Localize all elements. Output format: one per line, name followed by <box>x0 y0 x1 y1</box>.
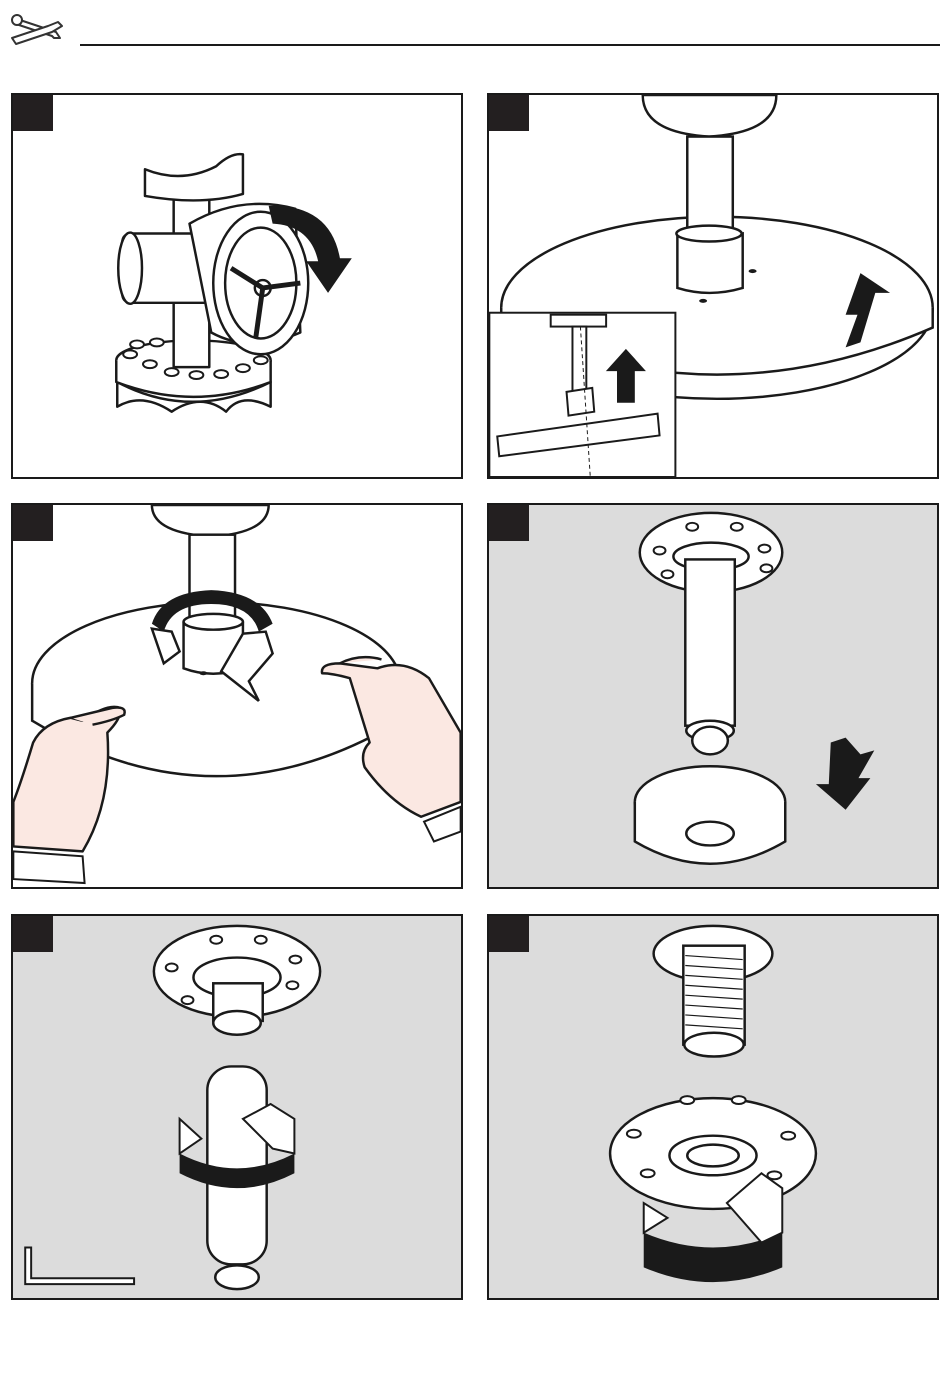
unscrew-shower-head-illustration <box>13 505 461 887</box>
valve-illustration <box>13 95 461 477</box>
header-rule <box>80 44 940 46</box>
step-panel-2 <box>487 93 939 479</box>
step-badge <box>489 505 529 541</box>
step-badge <box>13 95 53 131</box>
step-badge <box>13 916 53 952</box>
step-panel-6 <box>487 914 939 1300</box>
step-panel-1 <box>11 93 463 479</box>
shower-head-lift-illustration <box>489 95 937 477</box>
inset-detail <box>489 313 675 477</box>
wrench-screwdriver-icon <box>8 8 68 50</box>
hex-key-icon <box>25 1248 134 1285</box>
step-panel-4 <box>487 503 939 889</box>
step-panel-5 <box>11 914 463 1300</box>
step-badge <box>489 95 529 131</box>
step-panel-3 <box>11 503 463 889</box>
remove-cover-illustration <box>489 505 937 887</box>
unscrew-flange-illustration <box>489 916 937 1298</box>
unscrew-arm-illustration <box>13 916 461 1298</box>
down-arrow-icon <box>816 738 874 810</box>
step-badge <box>489 916 529 952</box>
step-badge <box>13 505 53 541</box>
